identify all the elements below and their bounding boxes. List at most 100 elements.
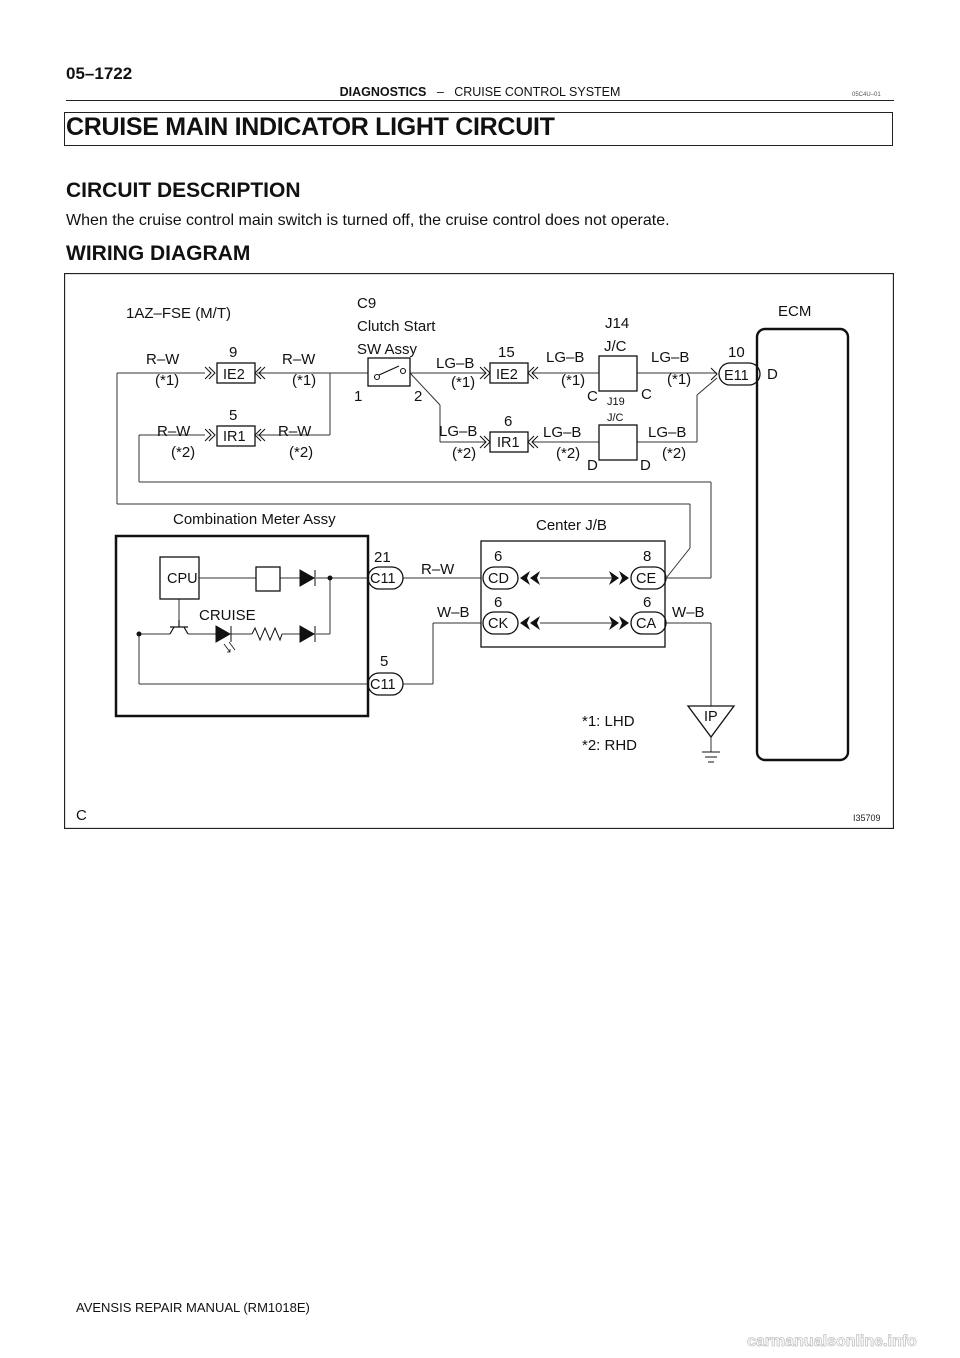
wiring-diagram: 1AZ–FSE (M/T) C9 Clutch Start SW Assy 1 …	[64, 273, 894, 829]
cpu-box	[159, 556, 200, 600]
header-rule	[66, 100, 894, 101]
title-frame	[64, 112, 893, 146]
center-jb-box	[480, 540, 666, 648]
wire-rw-1: R–W	[146, 351, 180, 368]
wire-mark-9: (*2)	[556, 445, 580, 462]
jc-bottom-pin-left: D	[587, 457, 598, 474]
wire-mark-3: (*2)	[171, 444, 195, 461]
ir1-right-pin: 6	[504, 413, 512, 430]
wire-mark-5: (*1)	[451, 374, 475, 391]
clutch-switch-code: C9	[357, 295, 376, 312]
page-header: DIAGNOSTICS – CRUISE CONTROL SYSTEM	[0, 85, 960, 99]
jc-top-code: J14	[605, 315, 629, 332]
ca-pin: 6	[643, 594, 651, 611]
header-separator: –	[436, 85, 444, 99]
wire-rw-2: R–W	[282, 351, 316, 368]
header-subsection: CRUISE CONTROL SYSTEM	[454, 85, 621, 99]
wire-rw-4: R–W	[278, 423, 312, 440]
wire-mark-1: (*1)	[155, 372, 179, 389]
note-rhd: *2: RHD	[582, 737, 637, 754]
meter-component	[255, 566, 281, 592]
connector-ir1-left	[216, 425, 256, 447]
ground-ip	[686, 705, 736, 739]
ecm-pin: 10	[728, 344, 745, 361]
combination-meter-label: Combination Meter Assy	[173, 511, 336, 528]
c11-top-code: C11	[370, 571, 396, 587]
connector-ca	[630, 611, 667, 635]
ie2-left-code: IE2	[223, 367, 245, 383]
ground-label: IP	[704, 709, 718, 725]
cpu-label: CPU	[167, 571, 198, 587]
ir1-left-pin: 5	[229, 407, 237, 424]
jc-bottom-pin-right: D	[640, 457, 651, 474]
watermark-logo: carmanualsonline.info	[747, 1333, 918, 1349]
junction-j19	[598, 424, 638, 461]
wire-wb-1: W–B	[437, 604, 470, 621]
ir1-right-code: IR1	[497, 435, 520, 451]
wire-wb-2: W–B	[672, 604, 705, 621]
ck-code: CK	[488, 616, 508, 632]
ie2-left-pin: 9	[229, 344, 237, 361]
c11-bottom-pin: 5	[380, 653, 388, 670]
engine-label: 1AZ–FSE (M/T)	[126, 305, 231, 322]
note-lhd: *1: LHD	[582, 713, 635, 730]
jc-top-name: J/C	[604, 338, 627, 355]
wire-rw-3: R–W	[157, 423, 191, 440]
footer-manual: AVENSIS REPAIR MANUAL (RM1018E)	[76, 1300, 310, 1315]
wire-lgb-6: LG–B	[648, 424, 686, 441]
wire-mark-6: (*1)	[561, 372, 585, 389]
cd-code: CD	[488, 571, 509, 587]
header-section: DIAGNOSTICS	[339, 85, 427, 99]
clutch-switch-name-2: SW Assy	[357, 341, 418, 358]
c11-bottom-code: C11	[370, 677, 396, 693]
ie2-right-pin: 15	[498, 344, 515, 361]
jc-bottom-name: J/C	[607, 412, 624, 424]
page-number: 05–1722	[66, 64, 133, 83]
wiring-diagram-heading: WIRING DIAGRAM	[66, 242, 251, 265]
ce-code: CE	[636, 571, 656, 587]
e11-code: E11	[724, 368, 749, 384]
wire-mark-2: (*1)	[292, 372, 316, 389]
ce-pin: 8	[643, 548, 651, 565]
ca-code: CA	[636, 616, 656, 632]
page-title: CRUISE MAIN INDICATOR LIGHT CIRCUIT	[66, 113, 555, 141]
cd-pin: 6	[494, 548, 502, 565]
center-jb-label: Center J/B	[536, 517, 607, 534]
ie2-right-code: IE2	[496, 367, 518, 383]
figure-id: I35709	[853, 813, 881, 823]
clutch-switch-pin2: 2	[414, 388, 422, 405]
jc-top-pin-right: C	[641, 386, 652, 403]
corner-letter: C	[76, 807, 87, 824]
circuit-description-heading: CIRCUIT DESCRIPTION	[66, 179, 301, 202]
c11-top-pin: 21	[374, 549, 391, 566]
ir1-left-code: IR1	[223, 429, 246, 445]
doc-code: 05C4U–01	[852, 92, 881, 98]
wire-mark-10: (*2)	[662, 445, 686, 462]
circuit-description-text: When the cruise control main switch is t…	[66, 212, 670, 229]
connector-ce	[630, 566, 667, 590]
wire-lgb-3: LG–B	[651, 349, 689, 366]
wire-lgb-5: LG–B	[543, 424, 581, 441]
clutch-switch-name-1: Clutch Start	[357, 318, 436, 335]
ecm-terminal: D	[767, 366, 778, 383]
diagram-frame	[64, 273, 894, 829]
connector-ck	[482, 611, 519, 635]
ecm-label: ECM	[778, 303, 811, 320]
cruise-indicator-label: CRUISE	[199, 607, 256, 624]
wire-lgb-1: LG–B	[436, 355, 474, 372]
jc-top-pin-left: C	[587, 388, 598, 405]
connector-cd	[482, 566, 519, 590]
connector-e11	[718, 362, 761, 386]
wire-lgb-4: LG–B	[439, 423, 477, 440]
watermark-text: carmanualsonline.info	[747, 1333, 917, 1349]
wire-mark-4: (*2)	[289, 444, 313, 461]
jc-bottom-code: J19	[607, 396, 625, 408]
clutch-switch-pin1: 1	[354, 388, 362, 405]
wire-rw-5: R–W	[421, 561, 455, 578]
ecm-box	[755, 327, 850, 762]
wire-mark-8: (*2)	[452, 445, 476, 462]
wire-lgb-2: LG–B	[546, 349, 584, 366]
wire-mark-7: (*1)	[667, 371, 691, 388]
combination-meter-frame	[114, 534, 370, 718]
junction-j14	[598, 355, 638, 392]
